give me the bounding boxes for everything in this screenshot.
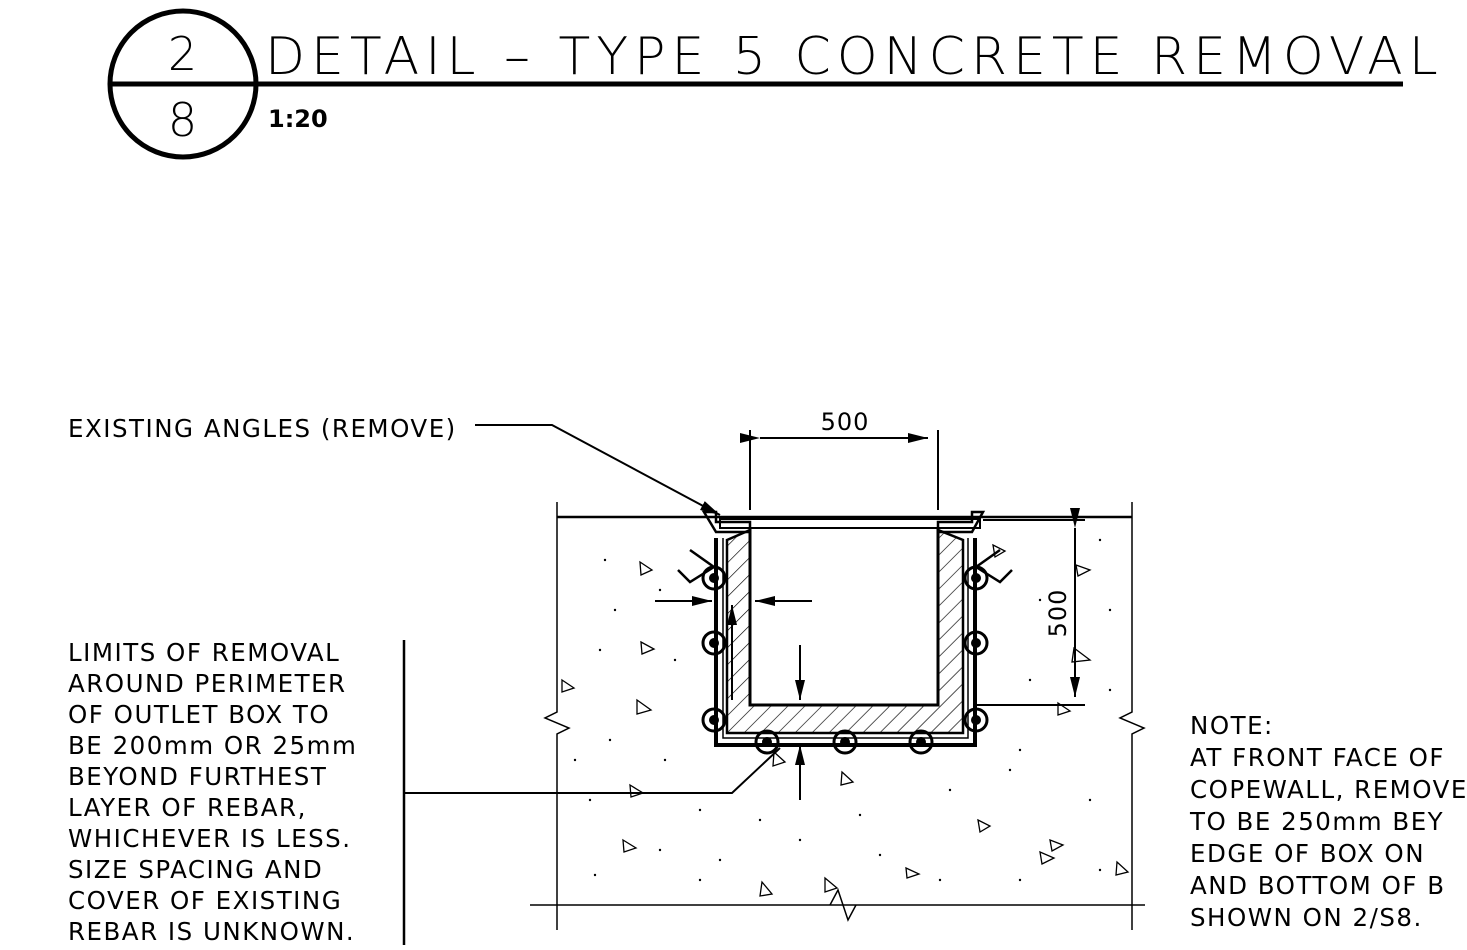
outlet-box	[719, 518, 981, 707]
detail-title: DETAIL – TYPE 5 CONCRETE REMOVAL	[265, 27, 1444, 87]
general-note-line: NOTE:	[1190, 711, 1274, 740]
limits-note-line: BEYOND FURTHEST	[68, 762, 327, 791]
dimension-width-label: 500	[821, 408, 870, 436]
sheet-number: 8	[168, 93, 198, 147]
break-line-right	[1118, 502, 1146, 930]
detail-number: 2	[168, 27, 198, 81]
general-note-line: AND BOTTOM OF B	[1190, 871, 1446, 900]
existing-rebar	[677, 548, 1013, 755]
limits-note-line: COVER OF EXISTING	[68, 886, 342, 915]
concrete-aggregate	[561, 543, 1130, 897]
limits-note-line: SIZE SPACING AND	[68, 855, 323, 884]
general-note-line: SHOWN ON 2/S8.	[1190, 903, 1423, 932]
limits-note-line: OF OUTLET BOX TO	[68, 700, 330, 729]
general-note: NOTE: AT FRONT FACE OF COPEWALL, REMOVE …	[1189, 711, 1467, 932]
detail-scale: 1:20	[268, 105, 328, 133]
limits-note-leader	[404, 747, 781, 794]
general-note-line: EDGE OF BOX ON	[1190, 839, 1425, 868]
title-block: 2 8 DETAIL – TYPE 5 CONCRETE REMOVAL 1:2…	[107, 8, 1444, 160]
limits-note-line: BE 200mm OR 25mm	[68, 731, 357, 760]
general-note-line: TO BE 250mm BEY	[1189, 807, 1444, 836]
removal-zone-hatch	[725, 528, 965, 735]
limits-note-line: LAYER OF REBAR,	[68, 793, 307, 822]
existing-angles-label: EXISTING ANGLES (REMOVE)	[68, 414, 457, 443]
concrete-slab	[530, 502, 1146, 930]
dimension-cover-arrows	[655, 596, 812, 800]
break-line-bottom	[829, 888, 857, 922]
concrete-stipple	[573, 538, 1112, 882]
limits-note-line: REBAR IS UNKNOWN.	[68, 917, 355, 946]
dimension-depth-label: 500	[1044, 589, 1072, 638]
dimension-depth: 500	[975, 508, 1085, 706]
limits-note-line: LIMITS OF REMOVAL	[68, 638, 340, 667]
limits-note: LIMITS OF REMOVAL AROUND PERIMETER OF OU…	[68, 638, 357, 946]
general-note-line: AT FRONT FACE OF	[1190, 743, 1445, 772]
existing-angles-leader	[475, 424, 721, 516]
general-note-line: COPEWALL, REMOVE	[1190, 775, 1467, 804]
break-line-left	[543, 502, 571, 930]
limits-note-line: AROUND PERIMETER	[68, 669, 347, 698]
dimension-width: 500	[740, 408, 939, 510]
limits-note-line: WHICHEVER IS LESS.	[68, 824, 352, 853]
